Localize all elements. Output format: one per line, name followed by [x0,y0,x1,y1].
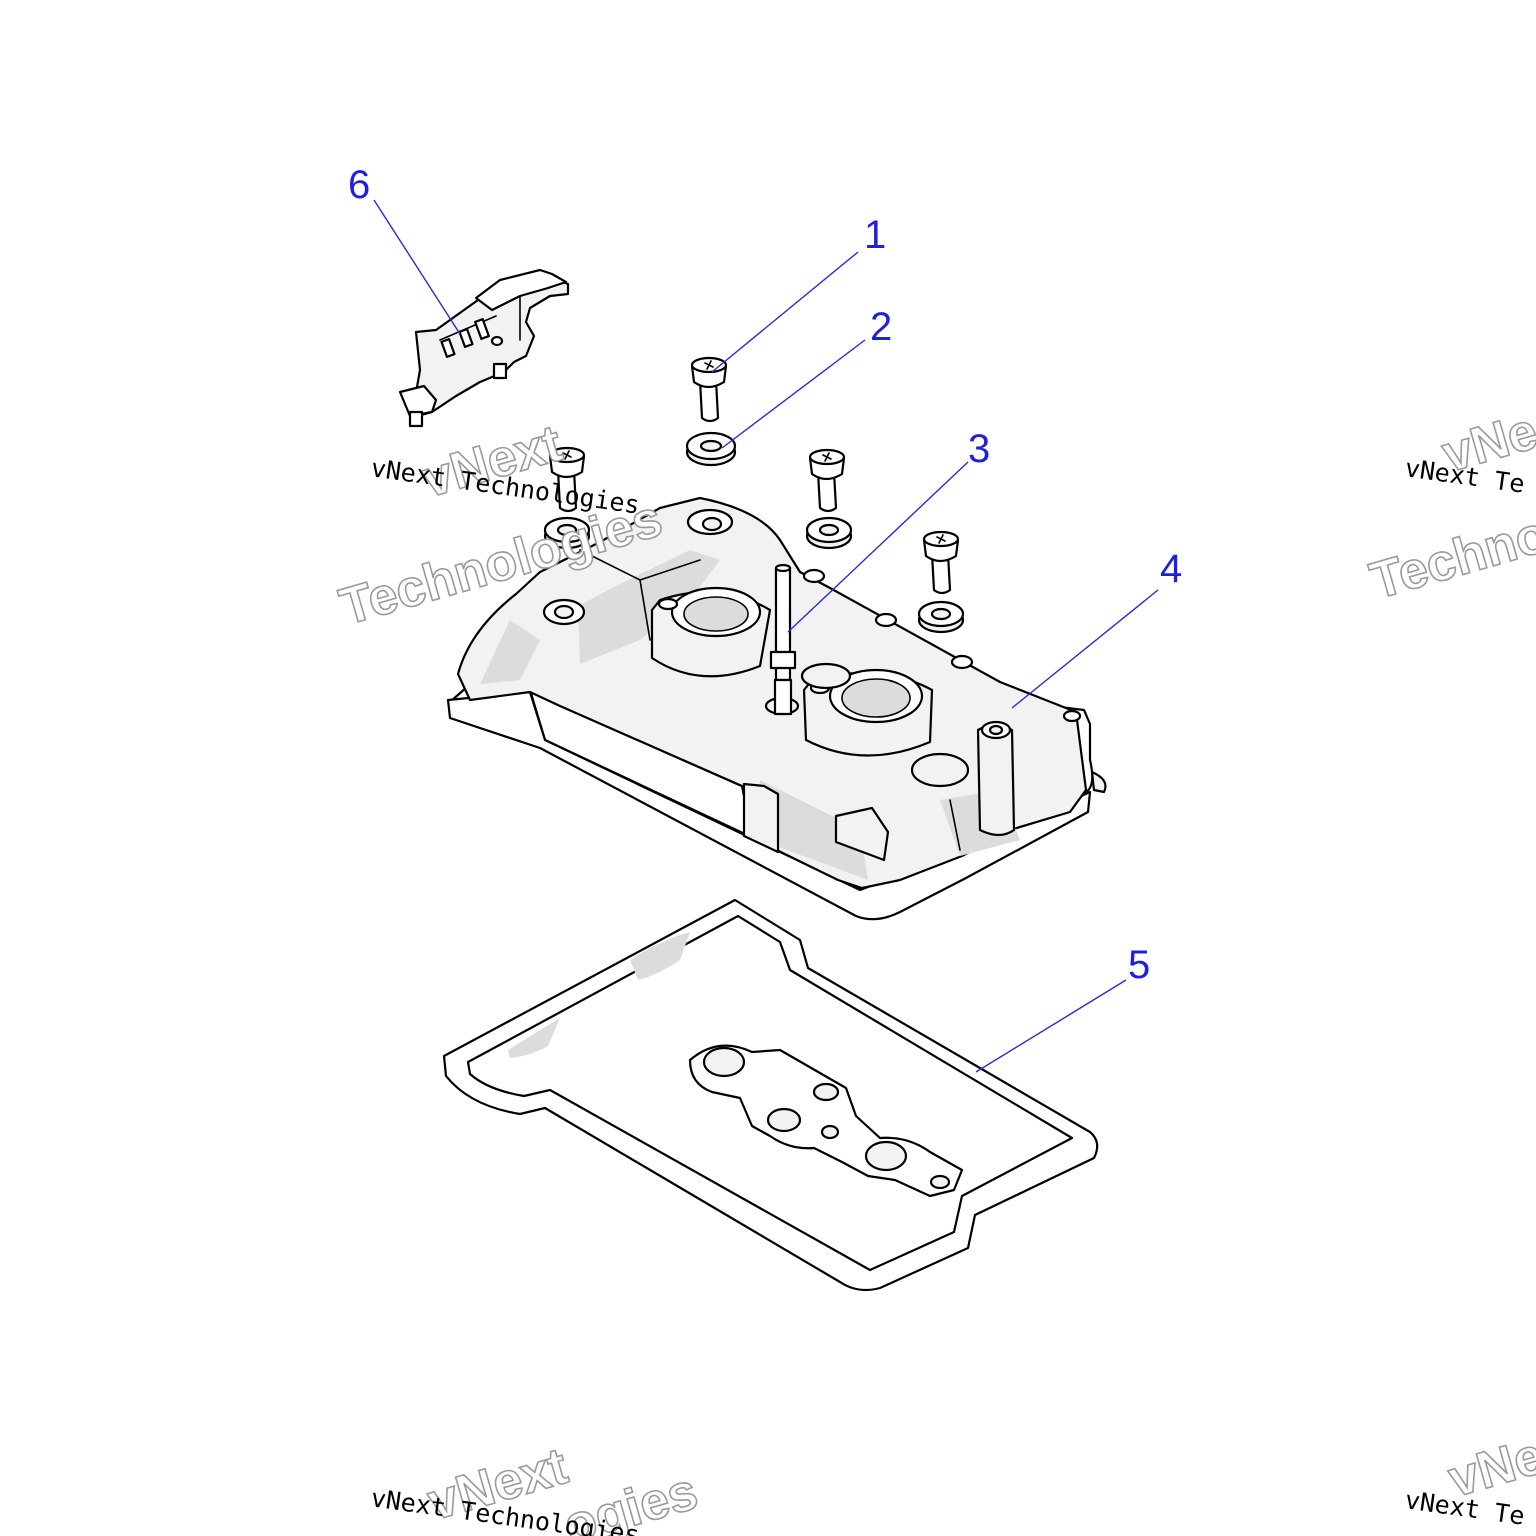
part-4-valve-cover [446,496,1107,921]
part-2-grommet-b [543,516,591,550]
part-2-grommet-d [917,600,965,634]
callout-5: 5 [1128,943,1150,987]
watermark-right-big-bottom: Technolo [1364,492,1536,610]
leader-lines [373,199,1159,1073]
part-5-gasket [442,898,1099,1292]
part-1-bolt-a [690,356,728,423]
watermarks: vNext Technologies vNext Technologies vN… [333,401,1536,1536]
part-2-grommet-a [685,431,737,467]
leader-6 [373,199,461,335]
leader-2 [721,339,866,449]
callout-labels: 1 2 3 4 5 6 [348,163,1182,987]
callout-4: 4 [1160,547,1182,591]
watermark-right: vNe Technolo [1363,401,1536,611]
callout-1: 1 [864,213,886,257]
leader-5 [975,979,1127,1073]
part-1-bolt-d [922,530,960,595]
part-1-bolt-b [548,446,586,513]
leader-4 [1011,589,1159,709]
callout-3: 3 [968,427,990,471]
callout-6: 6 [348,163,370,207]
leader-1 [711,251,859,373]
part-3-stud [764,563,800,716]
part-1-bolt-c [808,448,846,513]
leader-3 [787,461,969,633]
part-6-bracket [398,268,570,428]
callout-2: 2 [870,305,892,349]
part-2-grommet-c [805,516,853,550]
